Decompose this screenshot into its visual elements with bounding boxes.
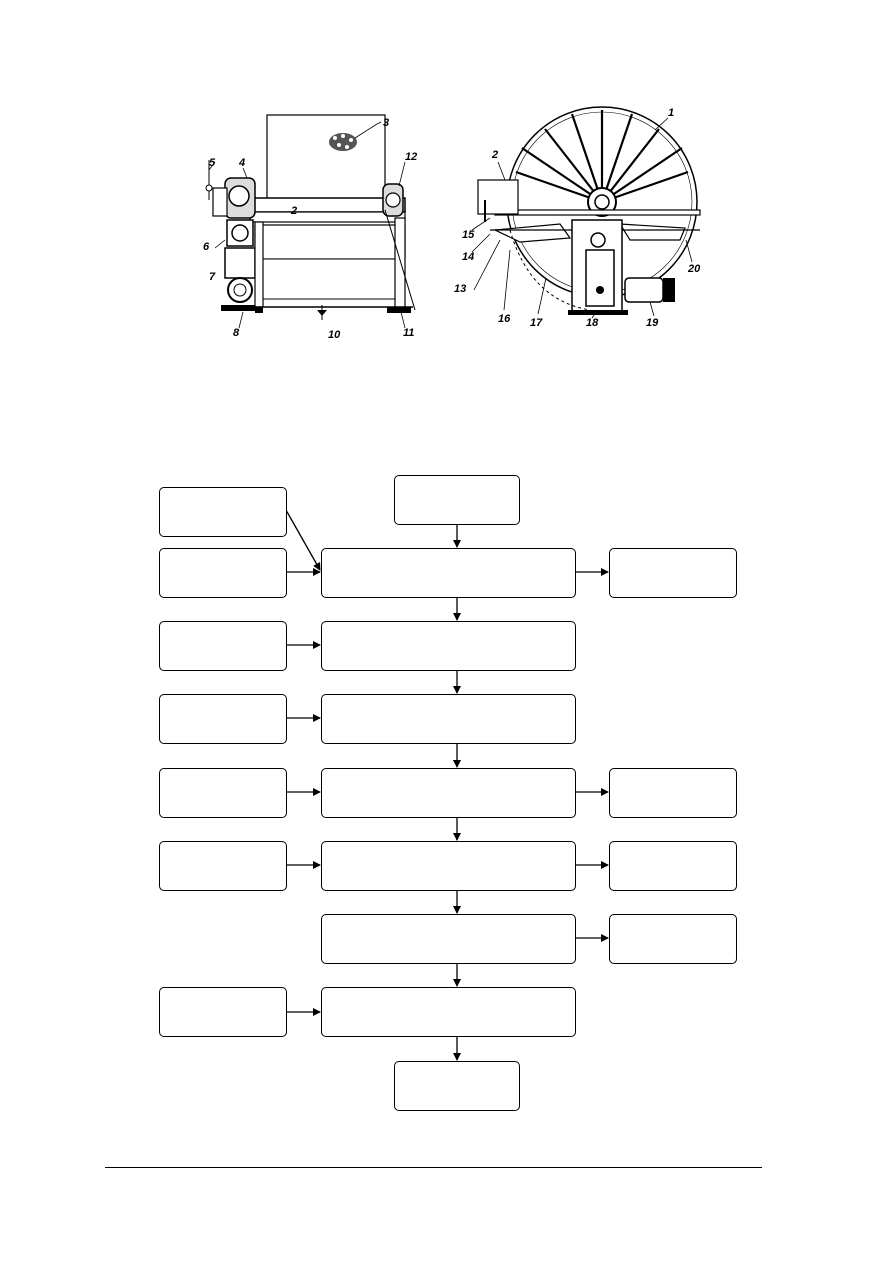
flow-side-input <box>159 768 287 818</box>
callout-20: 20 <box>687 263 701 275</box>
callout-6: 6 <box>203 241 210 253</box>
flow-side-output <box>609 841 737 891</box>
flow-process-step <box>321 768 576 818</box>
callout-17: 17 <box>530 317 543 329</box>
flow-output-box <box>394 1061 520 1111</box>
flow-process-step <box>321 841 576 891</box>
footer-divider <box>105 1167 762 1168</box>
callout-11: 11 <box>403 327 414 339</box>
callout-7: 7 <box>209 271 216 283</box>
flow-process-step <box>321 987 576 1037</box>
callout-10: 10 <box>328 329 341 341</box>
flow-process-step <box>321 694 576 744</box>
flow-side-input <box>159 987 287 1037</box>
flow-input-box <box>394 475 520 525</box>
callout-14: 14 <box>462 251 474 263</box>
callout-16: 16 <box>498 313 511 325</box>
callout-2: 2 <box>290 205 297 217</box>
flow-process-step <box>321 914 576 964</box>
flow-side-input <box>159 487 287 537</box>
callout-5: 5 <box>209 157 216 169</box>
callout-4: 4 <box>238 157 245 169</box>
flow-side-output <box>609 548 737 598</box>
flow-side-input <box>159 548 287 598</box>
callout-12: 12 <box>405 151 417 163</box>
flow-side-input <box>159 621 287 671</box>
flow-side-input <box>159 841 287 891</box>
flow-side-output <box>609 914 737 964</box>
callout-1: 1 <box>668 107 674 119</box>
callout-15: 15 <box>462 229 475 241</box>
callout-18: 18 <box>586 317 599 329</box>
machine-front-view-drawing: 2 3 4 5 6 7 8 10 11 12 <box>203 114 417 341</box>
flow-process-step <box>321 621 576 671</box>
flow-side-output <box>609 768 737 818</box>
machine-side-view-drawing: 1 2 13 14 15 16 17 18 19 20 <box>454 106 701 329</box>
flow-side-input <box>159 694 287 744</box>
arrow-diagonal <box>285 509 321 571</box>
callout-3: 3 <box>383 117 389 129</box>
callout-19: 19 <box>646 317 659 329</box>
flow-process-step <box>321 548 576 598</box>
callout-8: 8 <box>233 327 240 339</box>
callout-2: 2 <box>491 149 498 161</box>
callout-13: 13 <box>454 283 466 295</box>
